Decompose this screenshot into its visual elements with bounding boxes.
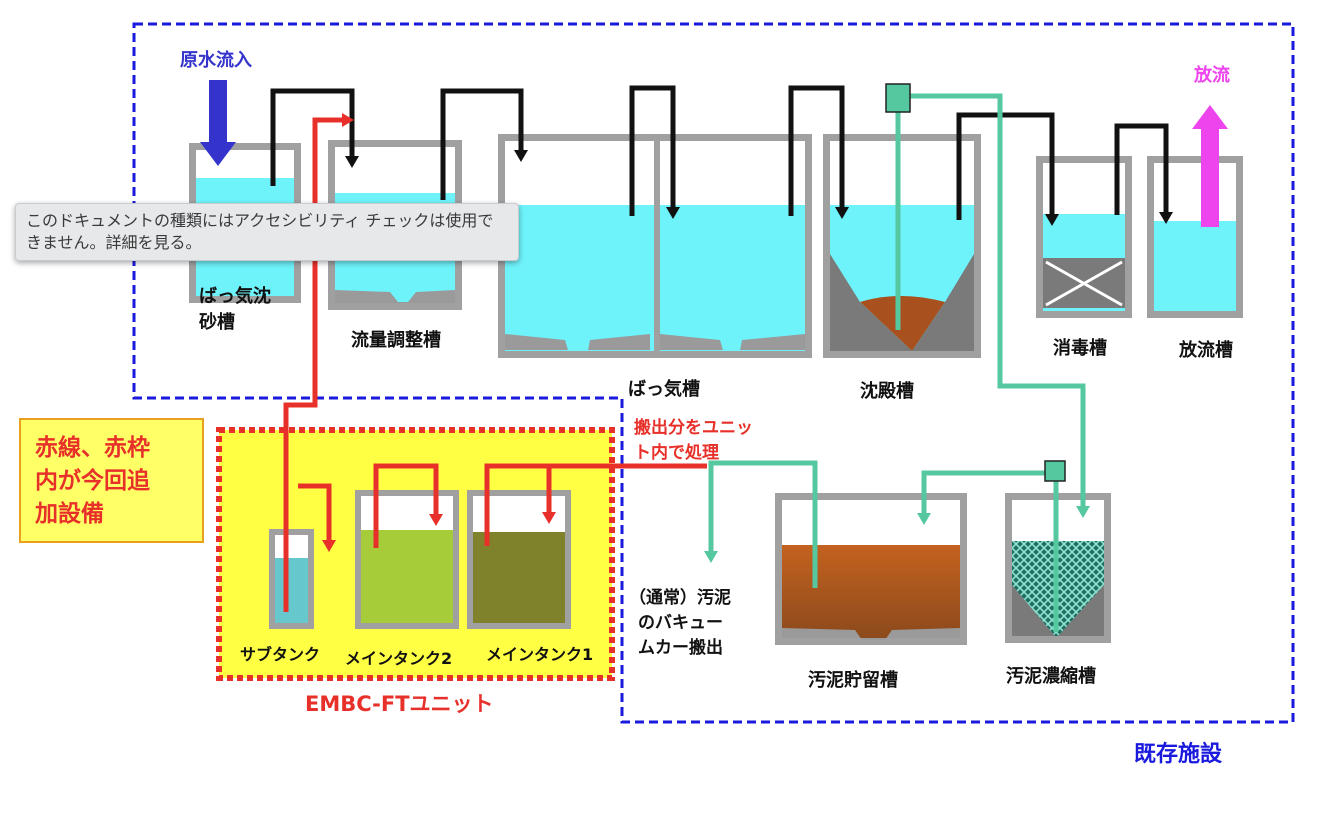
flow-adjust-label: 流量調整槽	[351, 329, 441, 351]
main-tank-2	[355, 490, 459, 629]
sedimentation-label: 沈殿槽	[860, 380, 914, 402]
sub-tank	[269, 529, 314, 629]
new-pipe-arrowheads	[322, 113, 556, 552]
grit-tank-label-line2: 砂槽	[199, 311, 235, 333]
existing-water-pipes	[270, 85, 1169, 220]
sludge-thickener-label: 汚泥濃縮槽	[1006, 665, 1096, 687]
main-tank-1	[467, 490, 571, 629]
unit-name-label: EMBC-FTユニット	[305, 692, 494, 716]
inflow-arrow	[200, 80, 236, 166]
unit-process-label-line2: ト内で処理	[634, 442, 719, 463]
new-pipes	[283, 117, 707, 612]
main-tank-1-label: メインタンク1	[486, 645, 593, 664]
sub-tank-label: サブタンク	[240, 645, 320, 664]
thickener-pump	[1044, 460, 1066, 482]
sludge-pipes	[708, 93, 1086, 632]
sludge-storage-label: 汚泥貯留槽	[808, 669, 898, 691]
sludge-usual-label-line2: のバキュー	[638, 613, 723, 633]
main-tank-2-label: メインタンク2	[345, 649, 452, 668]
sedimentation-tank	[823, 134, 981, 358]
grit-tank-label-line1: ばっ気沈	[199, 285, 271, 307]
aeration-tank-1	[498, 134, 656, 358]
discharge-tank	[1147, 156, 1243, 318]
sedimentation-pump	[885, 83, 911, 113]
existing-pipe-arrowheads	[345, 150, 1173, 226]
discharge-label: 放流	[1193, 64, 1230, 86]
added-equipment-note: 赤線、赤枠 内が今回追 加設備	[19, 418, 204, 543]
existing-facility-label: 既存施設	[1134, 741, 1223, 767]
discharge-arrow	[1192, 105, 1228, 227]
aeration-label: ばっ気槽	[628, 378, 700, 400]
sludge-storage-tank	[775, 493, 967, 645]
discharge-tank-label: 放流槽	[1178, 339, 1233, 361]
sludge-pipe-arrowheads	[704, 506, 1090, 563]
inflow-label: 原水流入	[180, 49, 252, 71]
disinfection-label: 消毒槽	[1053, 337, 1107, 359]
accessibility-tooltip[interactable]: このドキュメントの種類にはアクセシビリティ チェックは使用できません。詳細を見る…	[15, 203, 519, 261]
existing-facility-boundary	[132, 22, 1295, 724]
sludge-usual-label-line3: ムカー搬出	[638, 637, 723, 658]
sludge-usual-label-line1: （通常）汚泥	[629, 587, 731, 608]
aeration-tank-2	[654, 134, 812, 358]
unit-process-label-line1: 搬出分をユニッ	[634, 417, 753, 438]
